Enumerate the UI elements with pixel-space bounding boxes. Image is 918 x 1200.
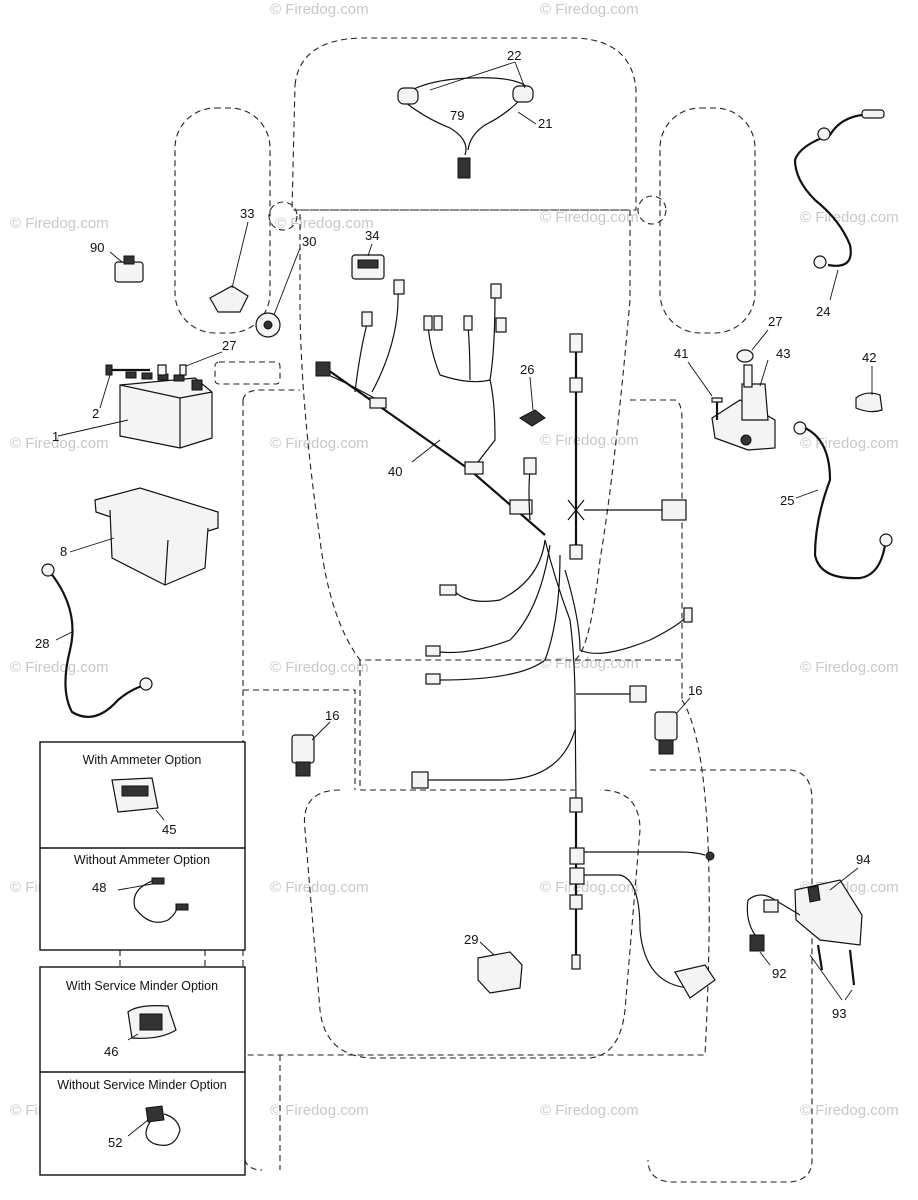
- part-45-ammeter: [111, 777, 165, 821]
- callout-30: 30: [302, 234, 316, 249]
- callout-48: 48: [92, 880, 106, 895]
- lower-harness: [477, 797, 716, 999]
- watermark: © Firedog.com: [270, 1, 369, 18]
- watermark: © Firedog.com: [275, 215, 374, 232]
- part-52-plug: [127, 1105, 181, 1146]
- tractor-outline: [174, 37, 813, 1183]
- watermark: © Firedog.com: [540, 655, 639, 672]
- watermark: © Firedog.com: [540, 879, 639, 896]
- watermark: © Firedog.com: [270, 879, 369, 896]
- part-48-jumper: [117, 877, 189, 923]
- solenoid-nut: [736, 329, 769, 363]
- with-ammeter-option-title: With Ammeter Option: [83, 753, 202, 767]
- callout-28: 28: [35, 636, 49, 651]
- callout-93: 93: [832, 1006, 846, 1021]
- callout-40: 40: [388, 464, 402, 479]
- callout-21: 21: [538, 116, 552, 131]
- callout-41: 41: [674, 346, 688, 361]
- callout-25: 25: [780, 493, 794, 508]
- cable-24: [793, 109, 885, 301]
- service-minder-option-panel: With Service Minder Option 46 Without Se…: [39, 966, 246, 1176]
- watermark: © Firedog.com: [270, 435, 369, 452]
- headlight-connector: [457, 157, 471, 179]
- without-ammeter-option-title: Without Ammeter Option: [74, 853, 210, 867]
- ammeter-option-panel: With Ammeter Option 45 Without Ammeter O…: [39, 741, 246, 951]
- part-29-switch: [477, 941, 523, 994]
- part-30-ignition-switch: [255, 247, 301, 338]
- watermark: © Firedog.com: [270, 659, 369, 676]
- part-94-assembly: [794, 867, 863, 946]
- callout-46: 46: [104, 1044, 118, 1059]
- headlight-bulb-right: [512, 85, 534, 103]
- solenoid: [711, 359, 776, 451]
- battery-tray: [69, 487, 219, 586]
- watermark: © Firedog.com: [800, 1102, 899, 1119]
- callout-34: 34: [365, 228, 379, 243]
- headlight-bulb-left: [397, 87, 419, 105]
- headlight-harness: [397, 61, 534, 179]
- callout-8: 8: [60, 544, 67, 559]
- main-harness: [315, 279, 546, 536]
- watermark: © Firedog.com: [10, 659, 109, 676]
- terminal-boot: [855, 366, 883, 413]
- callout-94: 94: [856, 852, 870, 867]
- watermark: © Firedog.com: [10, 435, 109, 452]
- callout-16-left: 16: [325, 708, 339, 723]
- part-93-screws: [809, 944, 856, 1001]
- callout-92: 92: [772, 966, 786, 981]
- part-33-module: [209, 221, 249, 313]
- callout-43: 43: [776, 346, 790, 361]
- solenoid-bolt: [687, 361, 723, 420]
- part-92-harness: [746, 894, 801, 966]
- watermark: © Firedog.com: [800, 659, 899, 676]
- cable-25: [793, 421, 893, 580]
- callout-22: 22: [507, 48, 521, 63]
- center-harness: [411, 333, 693, 801]
- callout-16-right: 16: [688, 683, 702, 698]
- callout-42: 42: [862, 350, 876, 365]
- callout-27-right: 27: [768, 314, 782, 329]
- watermark: © Firedog.com: [800, 435, 899, 452]
- watermark: © Firedog.com: [540, 1102, 639, 1119]
- seat-switch-plug: [674, 964, 716, 999]
- callout-2: 2: [92, 406, 99, 421]
- callout-90: 90: [90, 240, 104, 255]
- part-46-service-minder: [127, 1005, 177, 1041]
- watermark: © Firedog.com: [10, 215, 109, 232]
- callout-26: 26: [520, 362, 534, 377]
- callout-52: 52: [108, 1135, 122, 1150]
- watermark: © Firedog.com: [800, 209, 899, 226]
- watermark: © Firedog.com: [540, 209, 639, 226]
- part-34-switch: [351, 243, 385, 280]
- watermark: © Firedog.com: [270, 1102, 369, 1119]
- callout-29: 29: [464, 932, 478, 947]
- callout-27-left: 27: [222, 338, 236, 353]
- part-16-right: [654, 697, 691, 755]
- part-26-fuse: [519, 376, 546, 427]
- harness-connector: [315, 361, 331, 377]
- with-service-minder-option-title: With Service Minder Option: [66, 979, 218, 993]
- callout-24: 24: [816, 304, 830, 319]
- part-90-switch: [109, 251, 144, 283]
- without-service-minder-option-title: Without Service Minder Option: [57, 1078, 227, 1092]
- watermark: © Firedog.com: [540, 432, 639, 449]
- callout-1: 1: [52, 429, 59, 444]
- part-16-left: [291, 721, 331, 777]
- cable-28: [41, 563, 153, 718]
- battery-bolt: [99, 351, 223, 409]
- battery: [57, 371, 213, 449]
- callout-79: 79: [450, 108, 464, 123]
- watermark: © Firedog.com: [540, 1, 639, 18]
- callout-45: 45: [162, 822, 176, 837]
- callout-33: 33: [240, 206, 254, 221]
